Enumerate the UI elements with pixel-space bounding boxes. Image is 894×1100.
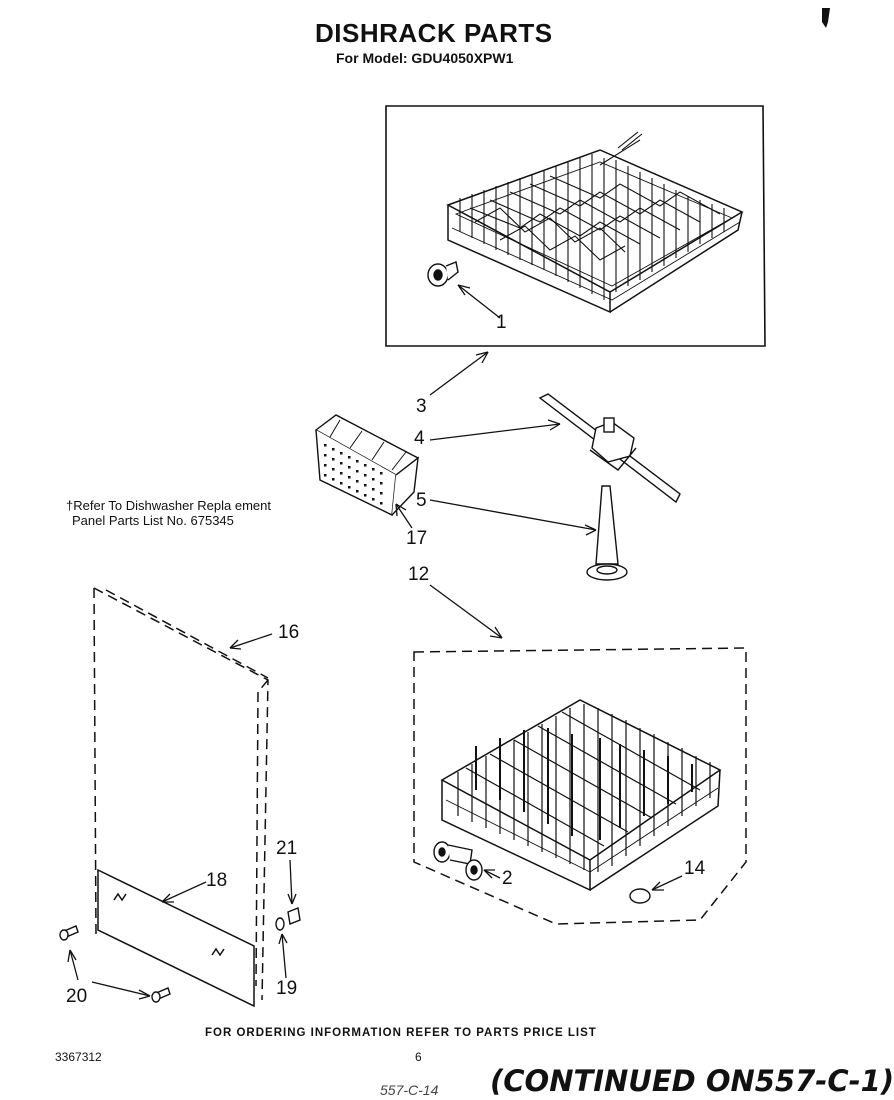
- callout-20: 20: [66, 986, 88, 1007]
- handwritten-note: 557-C-14: [380, 1082, 439, 1098]
- kick-panel: [97, 868, 255, 1008]
- callout-21: 21: [276, 838, 298, 859]
- arrow-1: [457, 284, 501, 319]
- callout-18: 18: [206, 870, 228, 891]
- arrow-12: [429, 584, 503, 639]
- arrow-14: [651, 875, 683, 891]
- rack-stop-clip: [427, 261, 459, 287]
- arrows-20: [69, 949, 151, 997]
- rack-rollers: [433, 841, 483, 881]
- note-line-1: †Refer To Dishwasher Repla ement: [66, 498, 271, 513]
- upper-rack-box: [385, 105, 766, 347]
- callout-1: 1: [496, 312, 507, 333]
- arrow-3: [429, 351, 489, 396]
- tine-cap: [629, 888, 651, 904]
- arrow-16: [229, 633, 273, 649]
- arrow-17: [395, 503, 413, 529]
- corner-mark: [822, 8, 830, 28]
- callout-19: 19: [276, 978, 298, 999]
- callout-17: 17: [406, 528, 428, 549]
- callout-4: 4: [414, 428, 425, 449]
- screws: [59, 925, 171, 1003]
- spray-tower: [586, 485, 628, 581]
- callout-3: 3: [416, 396, 427, 417]
- callout-14: 14: [684, 858, 706, 879]
- washer-nut: [275, 907, 301, 931]
- arrow-2: [483, 869, 501, 879]
- page-title: DISHRACK PARTS: [315, 18, 553, 48]
- callout-5: 5: [416, 490, 427, 511]
- callout-12: 12: [408, 564, 430, 585]
- spray-arm: [538, 393, 681, 504]
- parts-diagram: [59, 8, 830, 1008]
- page-number: 6: [415, 1050, 422, 1064]
- replacement-panel: [93, 587, 269, 1001]
- lower-dishrack: [440, 699, 722, 892]
- arrow-21: [289, 859, 293, 905]
- note-line-2: Panel Parts List No. 675345: [72, 513, 234, 528]
- continued-note: (CONTINUED ON557-C-1): [490, 1064, 894, 1098]
- ordering-footer: FOR ORDERING INFORMATION REFER TO PARTS …: [205, 1027, 597, 1039]
- arrow-5: [429, 499, 597, 531]
- upper-dishrack: [446, 131, 744, 314]
- silverware-basket: [314, 414, 420, 517]
- arrow-4: [429, 423, 561, 441]
- lower-rack-box: [413, 647, 747, 925]
- callout-16: 16: [278, 622, 300, 643]
- arrow-18: [161, 881, 207, 903]
- callout-2: 2: [502, 868, 513, 889]
- document-number: 3367312: [55, 1050, 102, 1064]
- arrow-19: [281, 933, 287, 979]
- model-subtitle: For Model: GDU4050XPW1: [336, 50, 514, 66]
